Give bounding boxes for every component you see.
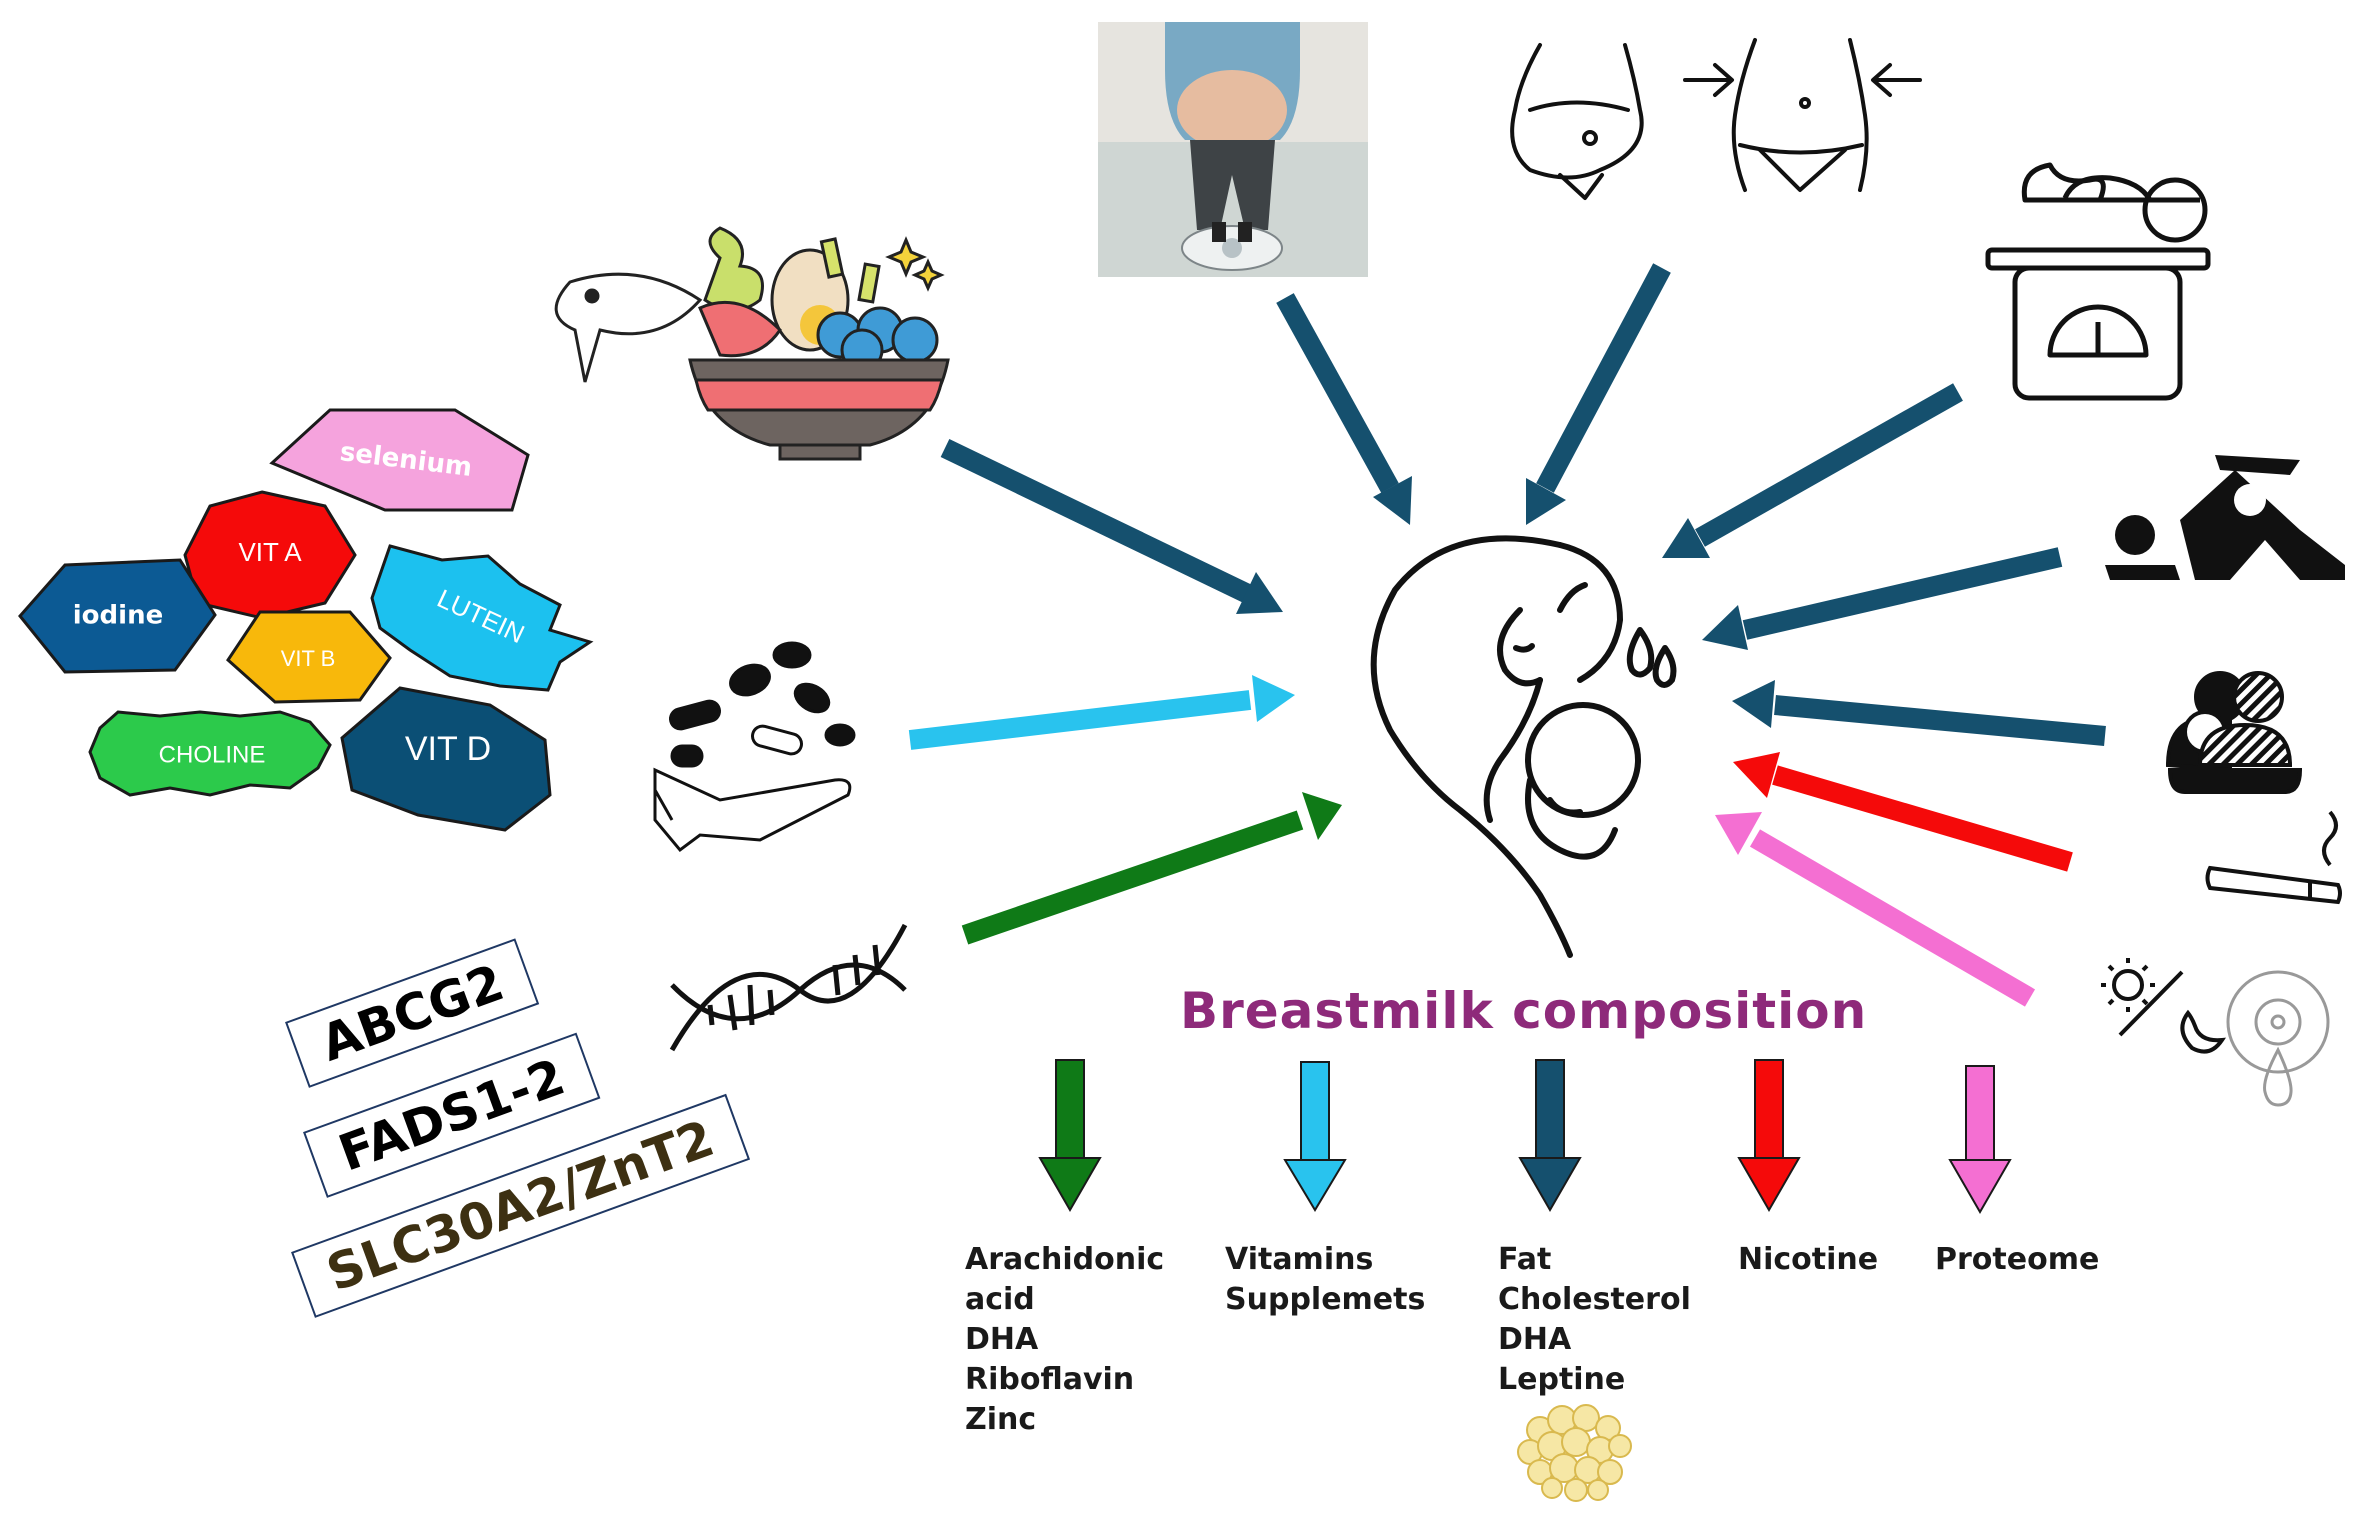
output-item: Supplemets <box>1225 1282 1426 1317</box>
arrow-parity <box>1774 695 2106 746</box>
badge-label: VIT B <box>281 646 336 671</box>
output-item: acid <box>965 1282 1035 1317</box>
output-list-red: Nicotine <box>1738 1240 1878 1280</box>
nutrient-badge-iodine: iodine <box>18 558 217 674</box>
supplement-pills-icon <box>653 641 856 853</box>
people-group-icon <box>2165 671 2303 794</box>
mother-breastfeeding-icon <box>1370 535 1677 958</box>
arrow-diet <box>940 438 1255 605</box>
output-item: Proteome <box>1935 1242 2100 1277</box>
output-item: Nicotine <box>1738 1242 1879 1277</box>
badge-label: iodine <box>73 601 163 631</box>
output-item: Arachidonic <box>965 1242 1165 1277</box>
pregnant-scale-photo-icon <box>1098 22 1368 277</box>
nutrient-badge-vit-d: VIT D <box>340 686 552 832</box>
output-item: Vitamins <box>1225 1242 1374 1277</box>
delivery-icon <box>2105 455 2345 580</box>
day-night-icon <box>2101 958 2226 1054</box>
output-item: DHA <box>965 1322 1039 1357</box>
output-item: Fat <box>1498 1242 1552 1277</box>
arrow-maternal-weight <box>1276 293 1399 493</box>
output-item: Leptine <box>1498 1362 1626 1397</box>
fat-droplets-icon <box>1517 1404 1632 1502</box>
badge-label: VIT D <box>405 730 491 768</box>
output-item: Zinc <box>965 1402 1037 1437</box>
cigarette-icon <box>2205 810 2342 905</box>
nutrient-badge-vit-b: VIT B <box>226 610 392 704</box>
output-arrows <box>1038 1059 2012 1215</box>
badge-label: CHOLINE <box>159 741 266 768</box>
breast-milk-drop-icon <box>2226 970 2330 1107</box>
arrow-delivery <box>1742 547 2063 640</box>
diagram-title: Breastmilk composition <box>1180 982 1868 1040</box>
nutrient-badge-choline: CHOLINE <box>88 710 332 797</box>
body-weight-change-icon <box>1510 38 1922 200</box>
food-bowl-icon <box>554 226 950 461</box>
output-list-pink: Proteome <box>1935 1240 2099 1280</box>
nutrient-badge-selenium: selenium <box>269 408 530 512</box>
dna-icon <box>669 923 908 1052</box>
baby-scale-icon <box>1985 162 2211 401</box>
output-item: Cholesterol <box>1498 1282 1691 1317</box>
arrow-supplements <box>908 690 1252 750</box>
arrow-smoking <box>1772 765 2073 872</box>
arrow-genetics <box>961 810 1304 945</box>
arrow-infant-weight <box>1695 383 1963 547</box>
arrow-weight-change <box>1536 263 1671 493</box>
badge-label: VIT A <box>238 537 302 567</box>
output-item: DHA <box>1498 1322 1572 1357</box>
nutrient-badge-lutein: LUTEIN <box>370 544 594 692</box>
output-item: Riboflavin <box>965 1362 1135 1397</box>
arrow-circadian <box>1749 829 2036 1007</box>
input-arrows <box>908 263 2106 1007</box>
nutrient-badge-vit-a: VIT A <box>183 490 357 620</box>
